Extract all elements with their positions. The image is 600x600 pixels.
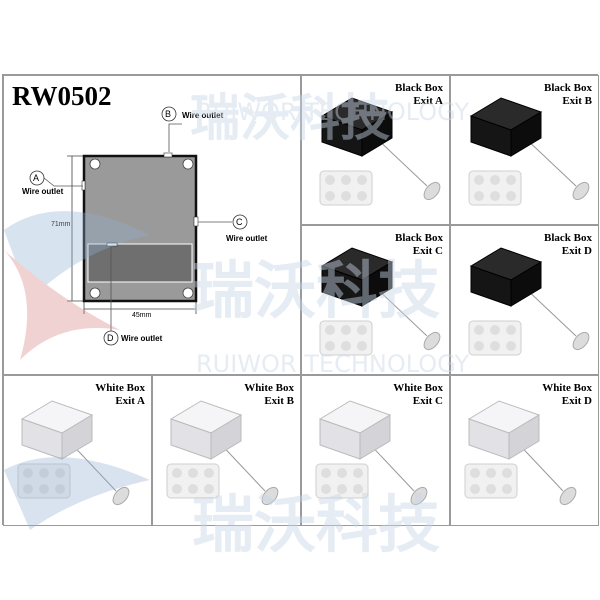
model-number: RW0502: [12, 81, 112, 111]
box-color-label: Black Box: [395, 82, 443, 94]
exit-label: Exit D: [561, 245, 592, 257]
outlet-d-label: Wire outlet: [121, 334, 163, 343]
product-photo: [17, 400, 130, 506]
dimension-drawing: [29, 106, 248, 346]
exit-label: Exit C: [412, 395, 443, 407]
box-color-label: Black Box: [544, 82, 592, 94]
product-photo: [319, 247, 441, 356]
outlet-d-letter: D: [107, 333, 114, 343]
outlet-a-label: Wire outlet: [22, 187, 64, 196]
outlet-c-label: Wire outlet: [226, 234, 268, 243]
dimension-diagram-panel: RW0502: [3, 75, 301, 375]
box-color-label: Black Box: [544, 232, 592, 244]
box-color-label: White Box: [95, 382, 145, 394]
outlet-a-letter: A: [33, 173, 40, 183]
product-photo: [464, 400, 577, 506]
exit-label: Exit A: [115, 395, 145, 407]
box-color-label: White Box: [393, 382, 443, 394]
product-photo: [315, 400, 428, 506]
exit-label: Exit A: [413, 95, 443, 107]
product-photo: [166, 400, 279, 506]
exit-label: Exit B: [562, 95, 592, 107]
box-color-label: White Box: [244, 382, 294, 394]
exit-label: Exit B: [264, 395, 294, 407]
product-photo: [319, 97, 441, 206]
product-sheet: RW0502: [2, 74, 599, 526]
outlet-b-letter: B: [165, 109, 172, 119]
outlet-b-label: Wire outlet: [182, 111, 224, 120]
product-photo: [468, 97, 590, 206]
exit-label: Exit C: [412, 245, 443, 257]
product-photo: [468, 247, 590, 356]
exit-label: Exit D: [561, 395, 592, 407]
box-color-label: Black Box: [395, 232, 443, 244]
outlet-c-letter: C: [236, 217, 243, 227]
width-dimension: 45mm: [132, 312, 152, 319]
height-dimension: 71mm: [51, 221, 71, 228]
box-color-label: White Box: [542, 382, 592, 394]
